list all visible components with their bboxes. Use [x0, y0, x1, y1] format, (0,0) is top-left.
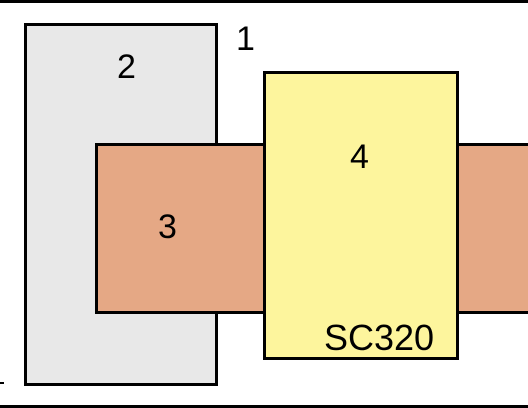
model-label: SC320 [324, 317, 435, 358]
region-3-label: 3 [158, 208, 177, 246]
region-4-label: 4 [350, 138, 369, 176]
edge-tick [0, 382, 4, 384]
region-2-label: 2 [117, 48, 136, 86]
region-1-label: 1 [236, 20, 255, 58]
region-4-rect [263, 71, 459, 360]
